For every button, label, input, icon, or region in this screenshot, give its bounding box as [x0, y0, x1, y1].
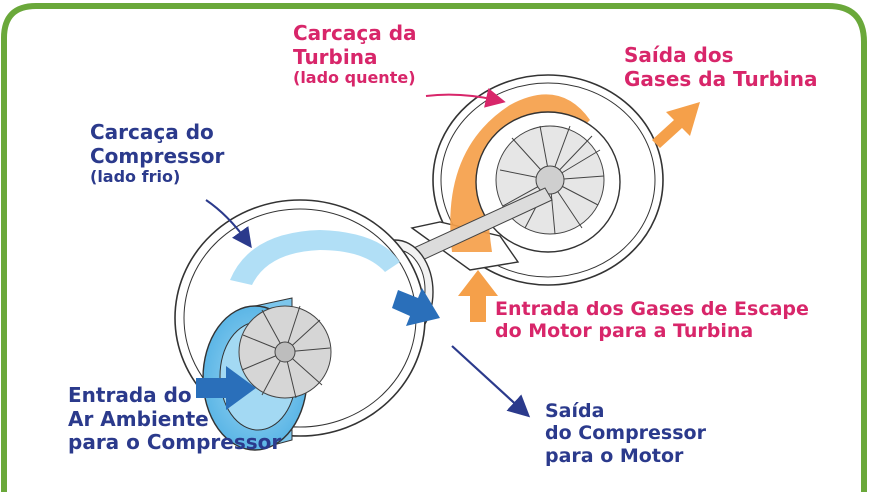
- leader-compressor-housing: [205, 199, 252, 249]
- air-inlet-arrow: [196, 366, 256, 410]
- label-compressor-housing-line2: Compressor: [90, 143, 225, 168]
- label-turbine-exit: Saída dos Gases da Turbina: [624, 43, 818, 91]
- exhaust-inlet-arrow: [458, 270, 498, 322]
- label-compressor-housing-line3: (lado frio): [90, 167, 181, 187]
- label-compressor-housing-line1: Carcaça do: [90, 120, 214, 144]
- label-turbine-housing-line2: Turbina: [293, 44, 378, 69]
- label-air-inlet-line2: Ar Ambiente: [68, 406, 209, 431]
- label-compressor-housing: Carcaça do Compressor (lado frio): [90, 120, 225, 187]
- compressor-exit-arrow: [392, 288, 440, 326]
- label-turbine-housing-line1: Carcaça da: [293, 21, 417, 45]
- label-turbine-housing-line3: (lado quente): [293, 68, 416, 88]
- label-exhaust-inlet-line2: do Motor para a Turbina: [495, 320, 754, 343]
- frame-border: [1, 3, 867, 492]
- turbine-exit-arrow: [652, 102, 700, 148]
- label-turbine-exit-line1: Saída dos: [624, 43, 734, 67]
- compressor-wheel: [238, 305, 332, 399]
- label-compressor-exit: Saída do Compressor para o Motor: [545, 400, 706, 467]
- label-compressor-exit-line2: do Compressor: [545, 422, 706, 445]
- label-air-inlet-line3: para o Compressor: [68, 430, 282, 455]
- turbine-housing: [410, 74, 664, 286]
- leader-compressor-exit: [451, 345, 531, 418]
- label-compressor-exit-line3: para o Motor: [545, 444, 684, 467]
- label-turbine-exit-line2: Gases da Turbina: [624, 66, 818, 91]
- label-turbine-housing: Carcaça da Turbina (lado quente): [293, 21, 417, 88]
- leader-turbine-housing: [425, 88, 506, 108]
- compressor-volute-blue: [230, 230, 400, 285]
- label-exhaust-inlet-line1: Entrada dos Gases de Escape: [495, 298, 809, 320]
- label-air-inlet: Entrada do Ar Ambiente para o Compressor: [68, 383, 282, 455]
- label-exhaust-inlet: Entrada dos Gases de Escape do Motor par…: [495, 298, 809, 343]
- label-air-inlet-line1: Entrada do: [68, 383, 192, 407]
- label-compressor-exit-line1: Saída: [545, 400, 605, 422]
